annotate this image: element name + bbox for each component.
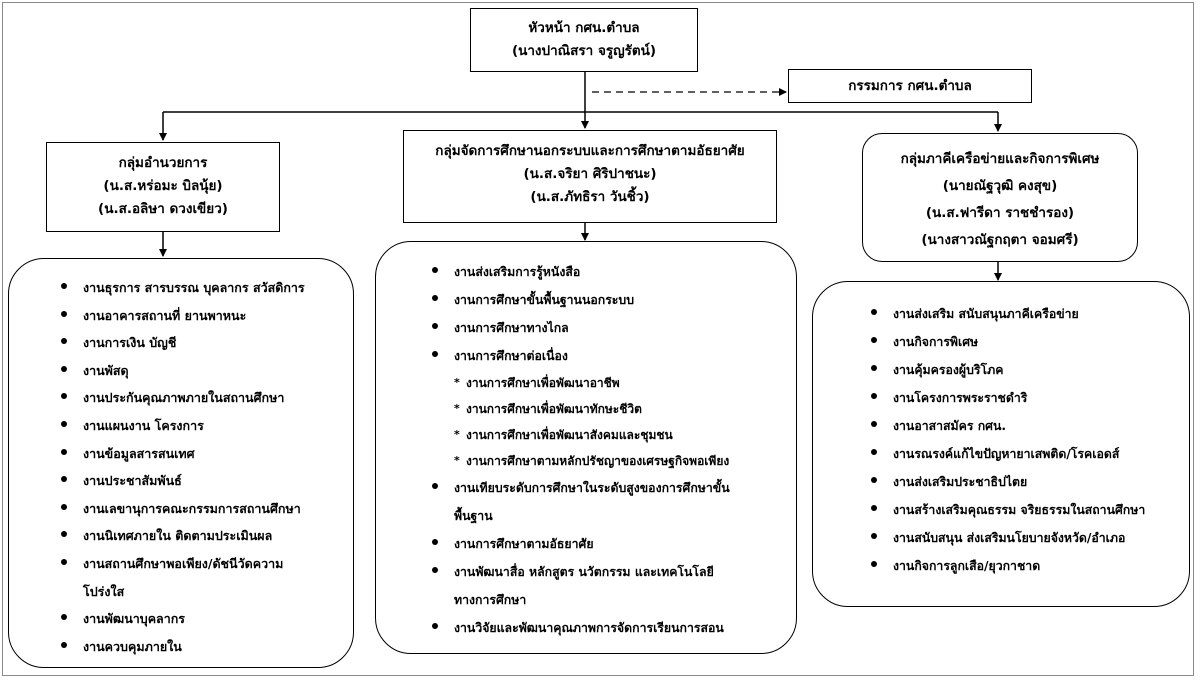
- admin-task-panel: งานธุรการ สารบรรณ บุคลากร สวัสดิการ งานอ…: [8, 258, 354, 668]
- network-group-box: กลุ่มภาคีเครือข่ายและกิจการพิเศษ (นายณัฐ…: [862, 133, 1138, 262]
- admin-person-1: (น.ส.หร่อมะ บิลนุ้ย): [103, 178, 223, 194]
- education-task-list: งานส่งเสริมการรู้หนังสือ งานการศึกษาขั้น…: [428, 258, 786, 642]
- list-item: งานการเงิน บัญชี: [57, 329, 343, 357]
- list-item: งานกิจการลูกเสือ/ยุวกาชาด: [867, 552, 1179, 580]
- admin-group-title: กลุ่มอำนวยการ: [118, 155, 208, 171]
- list-item: งานประชาสัมพันธ์: [57, 467, 343, 495]
- list-item: งานการศึกษาขั้นพื้นฐานนอกระบบ: [428, 286, 786, 314]
- list-item: งานควบคุมภายใน: [57, 633, 343, 661]
- list-item-continuation: ทางการศึกษา: [454, 593, 527, 607]
- list-item: งานโครงการพระราชดำริ: [867, 384, 1179, 412]
- network-task-list: งานส่งเสริม สนับสนุนภาคีเครือข่าย งานกิจ…: [867, 300, 1179, 580]
- list-item: งานข้อมูลสารสนเทศ: [57, 440, 343, 468]
- list-item: งานพัฒนาบุคลากร: [57, 605, 343, 633]
- list-subitem: งานการศึกษาตามหลักปรัชญาของเศรษฐกิจพอเพี…: [428, 448, 786, 474]
- list-item: งานอาคารสถานที่ ยานพาหนะ: [57, 302, 343, 330]
- network-person-3: (นางสาวณัฐกฤตา จอมศรี): [921, 232, 1079, 248]
- list-item: งานส่งเสริมการรู้หนังสือ: [428, 258, 786, 286]
- list-item: งานคุ้มครองผู้บริโภค: [867, 356, 1179, 384]
- list-item: งานธุรการ สารบรรณ บุคลากร สวัสดิการ: [57, 274, 343, 302]
- list-item: งานพัสดุ: [57, 357, 343, 385]
- list-item: งานการศึกษาทางไกล: [428, 314, 786, 342]
- committee-title: กรรมการ กศน.ตำบล: [848, 78, 972, 94]
- list-item: งานเทียบระดับการศึกษาในระดับสูงของการศึก…: [428, 474, 786, 502]
- list-item: งานรณรงค์แก้ไขปัญหายาเสพติด/โรคเอดส์: [867, 440, 1179, 468]
- list-item: งานการศึกษาตามอัธยาศัย: [428, 530, 786, 558]
- admin-task-list: งานธุรการ สารบรรณ บุคลากร สวัสดิการ งานอ…: [57, 274, 343, 660]
- education-group-box: กลุ่มจัดการศึกษานอกระบบและการศึกษาตามอัธ…: [403, 130, 777, 223]
- list-subitem: งานการศึกษาเพื่อพัฒนาสังคมและชุมชน: [428, 422, 786, 448]
- list-subitem: งานการศึกษาเพื่อพัฒนาอาชีพ: [428, 370, 786, 396]
- head-name: (นางปาณิสรา จรูญรัตน์): [511, 43, 657, 59]
- education-group-title: กลุ่มจัดการศึกษานอกระบบและการศึกษาตามอัธ…: [435, 143, 745, 159]
- list-item-continuation: พื้นฐาน: [454, 509, 493, 523]
- list-item: งานสร้างเสริมคุณธรรม จริยธรรมในสถานศึกษา: [867, 496, 1179, 524]
- list-item: งานอาสาสมัคร กศน.: [867, 412, 1179, 440]
- education-person-2: (น.ส.ภัทธิรา วันชิ้ว): [530, 189, 650, 205]
- list-item: งานพัฒนาสื่อ หลักสูตร นวัตกรรม และเทคโนโ…: [428, 558, 786, 586]
- head-box: หัวหน้า กศน.ตำบล (นางปาณิสรา จรูญรัตน์): [470, 8, 698, 72]
- education-task-panel: งานส่งเสริมการรู้หนังสือ งานการศึกษาขั้น…: [375, 241, 797, 654]
- network-person-2: (น.ส.ฟารีดา ราชชำรอง): [925, 205, 1075, 221]
- network-group-title: กลุ่มภาคีเครือข่ายและกิจการพิเศษ: [900, 151, 1100, 167]
- list-item: งานการศึกษาต่อเนื่อง: [428, 342, 786, 370]
- list-item: งานนิเทศภายใน ติดตามประเมินผล: [57, 522, 343, 550]
- education-person-1: (น.ส.จริยา ศิริปาชนะ): [523, 166, 657, 182]
- head-title: หัวหน้า กศน.ตำบล: [528, 20, 640, 36]
- list-item-continuation: โปร่งใส: [83, 583, 125, 599]
- network-person-1: (นายณัฐวุฒิ คงสุข): [942, 178, 1058, 194]
- admin-group-box: กลุ่มอำนวยการ (น.ส.หร่อมะ บิลนุ้ย) (น.ส.…: [46, 142, 280, 232]
- list-item: งานส่งเสริม สนับสนุนภาคีเครือข่าย: [867, 300, 1179, 328]
- list-item: งานกิจการพิเศษ: [867, 328, 1179, 356]
- list-item: งานประกันคุณภาพภายในสถานศึกษา: [57, 384, 343, 412]
- list-subitem: งานการศึกษาเพื่อพัฒนาทักษะชีวิต: [428, 396, 786, 422]
- list-item: งานวิจัยและพัฒนาคุณภาพการจัดการเรียนการส…: [428, 614, 786, 642]
- list-item: งานแผนงาน โครงการ: [57, 412, 343, 440]
- list-item: งานเลขานุการคณะกรรมการสถานศึกษา: [57, 495, 343, 523]
- list-item: งานส่งเสริมประชาธิปไตย: [867, 468, 1179, 496]
- committee-box: กรรมการ กศน.ตำบล: [788, 69, 1032, 103]
- network-task-panel: งานส่งเสริม สนับสนุนภาคีเครือข่าย งานกิจ…: [812, 281, 1190, 607]
- admin-person-2: (น.ส.อลิษา ดวงเขียว): [98, 201, 228, 217]
- list-item: งานสถานศึกษาพอเพียง/ดัชนีวัดความ: [57, 550, 343, 578]
- list-item: งานสนับสนุน ส่งเสริมนโยบายจังหวัด/อำเภอ: [867, 524, 1179, 552]
